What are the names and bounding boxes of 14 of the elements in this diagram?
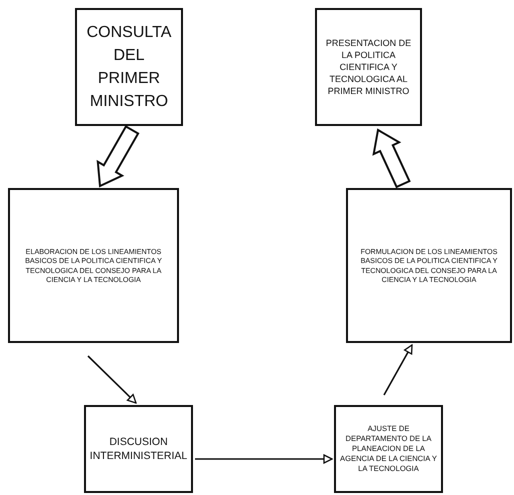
block-arrow (372, 128, 411, 188)
process-box (84, 405, 193, 493)
process-box (346, 188, 512, 343)
arrow (383, 344, 413, 396)
arrow (87, 355, 137, 404)
box-text: CONSULTA DEL PRIMER MINISTRO (86, 22, 172, 112)
process-box (315, 8, 422, 126)
block-arrow (96, 125, 140, 188)
arrow (195, 454, 333, 464)
process-box (75, 8, 183, 126)
box-text: PRESENTACION DE LA POLITICA CIENTIFICA Y TECNOLOGICA AL PRIMER MINISTRO (324, 36, 412, 98)
box-text: DISCUSION INTERMINISTERIAL (90, 434, 188, 464)
process-box (8, 188, 179, 343)
process-box (334, 405, 443, 493)
